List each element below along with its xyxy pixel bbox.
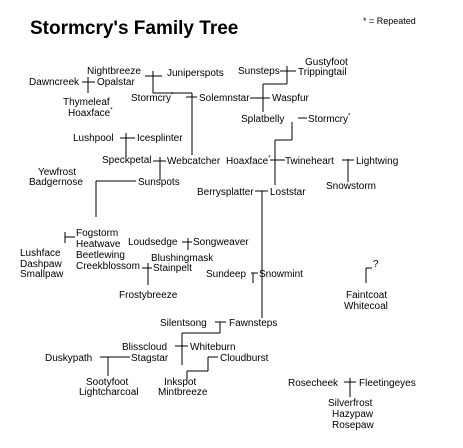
cat-rosecheek: Rosecheek [288,378,339,389]
cat-sootyfoot: Sootyfoot [86,377,129,388]
cat-lightcharcoal: Lightcharcoal [79,387,139,398]
cat-duskypath: Duskypath [45,353,93,364]
cat-twineheart: Twineheart [285,156,334,167]
cat-waspfur: Waspfur [272,93,309,104]
cat-stagstar: Stagstar [131,353,169,364]
cat-snowstorm: Snowstorm [326,181,377,192]
legend: * = Repeated [363,16,416,26]
cat-stormcry-repeated-2: Stormcry* [308,114,350,125]
cat-blisscloud: Blisscloud [122,342,168,353]
cat-hoaxface-repeated: Hoaxface* [68,108,113,119]
cat-inkspot: Inkspot [164,377,197,388]
cat-silentsong: Silentsong [160,318,207,329]
cat-whitecoal: Whitecoal [344,301,388,312]
cat-lushface: Lushface [20,248,61,259]
repeat-marker: * [171,92,174,99]
cat-blushingmask: Blushingmask [151,253,214,264]
cat-sunsteps: Sunsteps [238,66,280,77]
cat-dashpaw: Dashpaw [20,259,62,270]
cat-whiteburn: Whiteburn [190,342,236,353]
cat-sundeep: Sundeep [206,269,247,280]
cat-hazypaw: Hazypaw [332,409,374,420]
cat-lightwing: Lightwing [356,156,399,167]
cat-stormcry-repeated: Stormcry* [131,93,173,104]
cat-juniperspots: Juniperspots [167,68,224,79]
repeat-marker: * [348,113,351,120]
page-title: Stormcry's Family Tree [30,18,239,39]
name-text: Stormcry [308,114,348,125]
cat-smallpaw: Smallpaw [20,269,64,280]
cat-speckpetal: Speckpetal [102,155,152,166]
cat-loststar: Loststar [270,187,306,198]
cat-gustyfoot: Gustyfoot [305,57,348,68]
cat-webcatcher: Webcatcher [167,156,221,167]
cat-fleetingeyes: Fleetingeyes [359,378,416,389]
cat-silverfrost: Silverfrost [328,398,373,409]
cat-beetlewing: Beetlewing [76,250,125,261]
cat-icesplinter: Icesplinter [137,133,183,144]
cat-stainpelt: Stainpelt [153,263,192,274]
cat-mintbreeze: Mintbreeze [158,387,208,398]
repeat-marker: * [268,155,271,162]
cat-opalstar: Opalstar [97,77,135,88]
cat-heatwave: Heatwave [76,239,121,250]
name-text: Hoaxface [226,156,269,167]
cat-hoaxface-repeated-2: Hoaxface* [226,156,271,167]
cat-snowmint: Snowmint [259,269,303,280]
cat-dawncreek: Dawncreek [29,77,80,88]
cat-lushpool: Lushpool [73,133,114,144]
cat-solemnstar: Solemnstar [199,93,250,104]
cat-fogstorm: Fogstorm [76,228,119,239]
cat-frostybreeze: Frostybreeze [119,290,178,301]
cat-splatbelly: Splatbelly [241,114,285,125]
cat-trippingtail: Trippingtail [298,67,347,78]
cat-yewfrost: Yewfrost [38,167,76,178]
cat-unknown: ? [373,259,379,270]
repeat-marker: * [110,107,113,114]
cat-creekblossom: Creekblossom [76,261,140,272]
name-text: Hoaxface [68,108,111,119]
cat-nightbreeze: Nightbreeze [87,66,141,77]
cat-fawnsteps: Fawnsteps [229,318,278,329]
name-text: Stormcry [131,93,171,104]
cat-berrysplatter: Berrysplatter [197,187,254,198]
cat-badgernose: Badgernose [29,177,83,188]
cat-rosepaw: Rosepaw [332,420,374,431]
cat-cloudburst: Cloudburst [220,353,269,364]
cat-thymeleaf: Thymeleaf [63,97,110,108]
cat-faintcoat: Faintcoat [346,290,388,301]
cat-songweaver: Songweaver [193,237,249,248]
cat-loudsedge: Loudsedge [128,237,178,248]
cat-sunspots: Sunspots [138,177,180,188]
